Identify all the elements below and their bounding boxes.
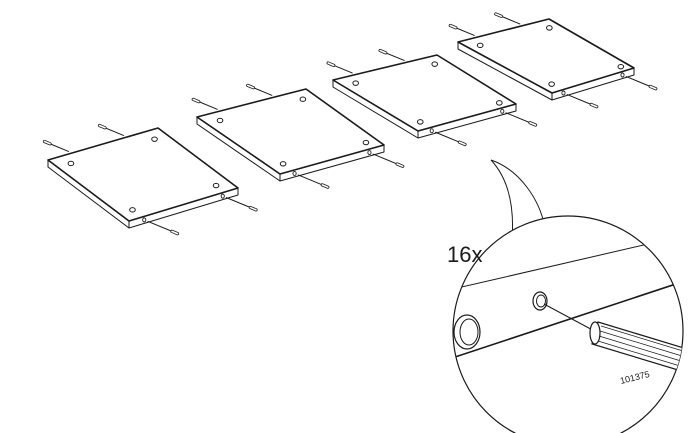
face-hole (416, 119, 424, 125)
face-hole (352, 80, 359, 86)
face-hole (67, 160, 75, 167)
dowel (326, 61, 353, 74)
edge-hole (292, 170, 297, 176)
dowel (378, 48, 405, 61)
panel-4 (448, 12, 658, 109)
edge-hole (367, 150, 372, 156)
dowel (97, 123, 125, 136)
edge-hole (561, 90, 566, 96)
face-hole (476, 42, 484, 49)
face-hole (546, 25, 553, 31)
dowel (372, 153, 405, 168)
face-hole (362, 139, 370, 146)
face-hole (617, 63, 625, 70)
quantity-label: 16x (447, 242, 482, 267)
dowel (434, 131, 467, 147)
panels-group (42, 12, 658, 236)
panel-2 (191, 83, 405, 189)
dowel (448, 23, 475, 36)
panel-top-face (332, 54, 517, 132)
edge-hole (220, 193, 225, 199)
edge-hole (620, 72, 625, 78)
panel-3 (326, 48, 538, 147)
face-hole (151, 136, 158, 142)
face-hole (431, 61, 439, 67)
zoom-detail: 16x 101375 (447, 215, 684, 433)
panel-face-hole (453, 314, 481, 350)
panel-top-face (47, 127, 239, 222)
face-hole (279, 161, 287, 167)
panel-edge-hole (532, 291, 548, 311)
edge-hole (142, 217, 147, 223)
dowel (147, 220, 180, 236)
dowel (625, 76, 658, 91)
face-hole (496, 100, 503, 106)
panel-top-face (196, 88, 385, 175)
edge-hole (429, 128, 434, 134)
face-hole (216, 117, 224, 124)
face-hole (129, 207, 136, 213)
face-hole (299, 96, 307, 102)
dowel (494, 12, 521, 25)
dowel (225, 197, 258, 212)
dowel (297, 174, 330, 189)
dowel (505, 112, 538, 127)
dowel (566, 94, 599, 109)
dowel (42, 139, 70, 152)
dowel (191, 97, 218, 110)
face-hole (212, 182, 220, 189)
edge-hole (500, 108, 505, 114)
dowel (246, 83, 273, 96)
panel-top-face (457, 18, 635, 94)
face-hole (548, 81, 555, 87)
panel-1 (42, 123, 258, 236)
